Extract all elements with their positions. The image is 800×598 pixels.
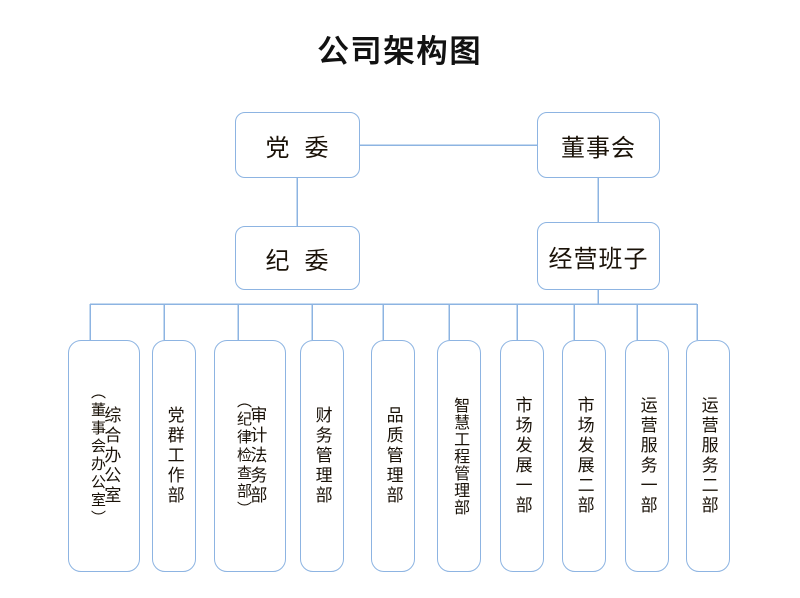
dept-box-8-label: 市场发展二部	[574, 396, 594, 516]
dept-box-10-label: 运营服务二部	[698, 396, 718, 516]
dept-box-7[interactable]: 市场发展一部	[500, 340, 544, 572]
dept-box-9[interactable]: 运营服务一部	[625, 340, 669, 572]
dept-box-4-label: 财务管理部	[312, 406, 332, 506]
node-party-committee[interactable]: 党 委	[235, 112, 360, 178]
dept-box-2[interactable]: 党群工作部	[152, 340, 196, 572]
dept-box-5-label: 品质管理部	[383, 406, 403, 506]
dept-box-9-label: 运营服务一部	[637, 396, 657, 516]
node-management-team[interactable]: 经营班子	[537, 222, 660, 290]
node-board-of-directors[interactable]: 董事会	[537, 112, 660, 178]
dept-box-6[interactable]: 智慧工程管理部	[437, 340, 481, 572]
dept-box-4[interactable]: 财务管理部	[300, 340, 344, 572]
node-discipline-committee[interactable]: 纪 委	[235, 226, 360, 290]
dept-box-3[interactable]: 审计法务部 （纪律检查部）	[214, 340, 286, 572]
dept-box-10[interactable]: 运营服务二部	[686, 340, 730, 572]
dept-box-8[interactable]: 市场发展二部	[562, 340, 606, 572]
dept-box-5[interactable]: 品质管理部	[371, 340, 415, 572]
dept-box-3-label: 审计法务部	[247, 406, 267, 506]
dept-box-7-label: 市场发展一部	[512, 396, 532, 516]
dept-box-1-label: 综合办公室	[101, 406, 121, 506]
node-management-team-label: 经营班子	[548, 246, 649, 273]
node-board-of-directors-label: 董事会	[561, 135, 636, 162]
dept-box-6-label: 智慧工程管理部	[451, 396, 469, 516]
node-discipline-committee-label: 纪 委	[265, 248, 330, 275]
dept-box-1-alt-label: （董事会办公室）	[88, 384, 105, 528]
dept-box-2-label: 党群工作部	[164, 406, 184, 506]
node-party-committee-label: 党 委	[265, 135, 330, 162]
page-title: 公司架构图	[317, 34, 483, 69]
dept-box-3-alt-label: （纪律检查部）	[234, 393, 251, 519]
dept-box-1[interactable]: 综合办公室 （董事会办公室）	[68, 340, 140, 572]
